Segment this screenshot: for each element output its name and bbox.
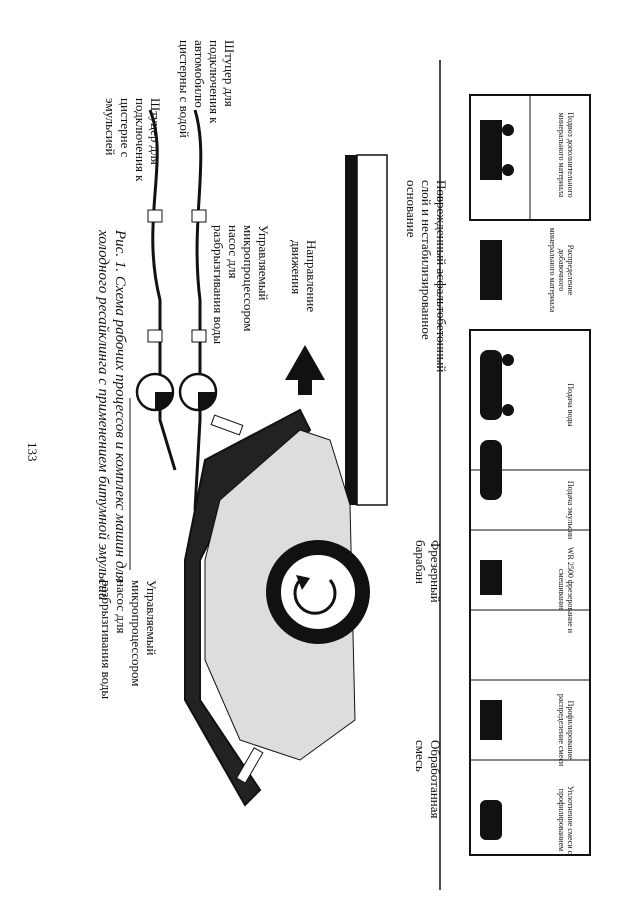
label-direction: Направление движения xyxy=(288,240,318,312)
machine-caption: Подача воды xyxy=(565,360,574,450)
label-pump-left: Управляемый микропроцессором насос для р… xyxy=(98,580,158,699)
label-processed-mix: Обработанная смесь xyxy=(412,740,442,819)
machine-caption: WR 2500 фрезерование и смешивание xyxy=(556,545,574,635)
machine-caption: Распределение добавочного минерального м… xyxy=(548,225,574,315)
label-milling-drum: Фрезерный барабан xyxy=(412,540,442,603)
machine-caption: Уплотнение смеси с профилированием xyxy=(556,775,574,865)
water-hose xyxy=(195,110,201,510)
direction-arrow-icon xyxy=(285,345,325,395)
label-nozzle-emulsion: Штуцер для подключения к цистерне с эмул… xyxy=(102,98,162,181)
machine-caption: Профилирование распределение смеси xyxy=(556,690,574,770)
asphalt-layer xyxy=(345,155,357,505)
label-nozzle-water: Штуцер для подключения к автомобилю цист… xyxy=(176,40,236,138)
machine-caption: Подача эмульсии xyxy=(565,480,574,540)
label-pump-right: Управляемый микропроцессором насос для р… xyxy=(210,225,270,344)
machine-caption: Подвоз дополнительного минерального мате… xyxy=(556,110,574,200)
label-damaged-layer: Поврежденный асфальтобетонный слой и нес… xyxy=(403,180,448,372)
